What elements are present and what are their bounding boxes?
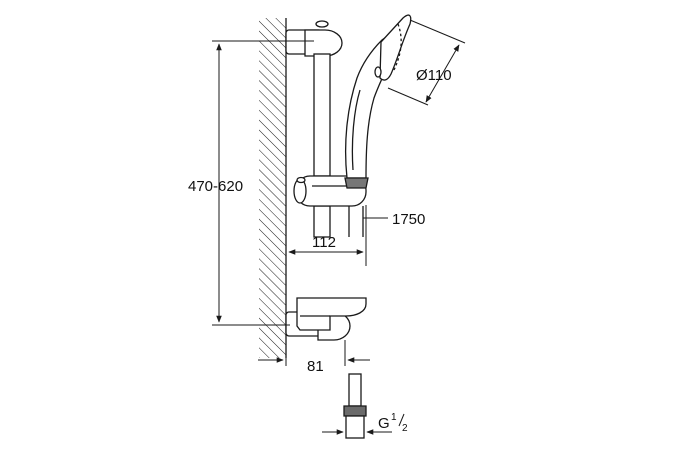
top-bracket-cap [304, 29, 343, 57]
diameter-dimension: Ø110 [387, 19, 466, 106]
rail-middle-section [313, 205, 331, 238]
hose-length-label: 1750 [392, 211, 425, 228]
projection-81-label: 81 [307, 358, 324, 375]
wall [259, 18, 287, 358]
rail-height-label: 470-620 [188, 178, 243, 195]
bottom-wall-bracket [285, 297, 367, 341]
handle-contour [351, 89, 361, 171]
shower-rail [313, 53, 331, 238]
thread-dimension: G 1 2 [322, 412, 408, 435]
thread-numerator: 1 [391, 412, 397, 423]
spray-switch [374, 66, 382, 78]
height-dimension: 470-620 [188, 40, 314, 326]
diameter-extension-top [409, 19, 466, 44]
spray-face [392, 23, 402, 73]
rail-upper-section [313, 53, 331, 177]
projection-112-label: 112 [312, 234, 336, 251]
top-wall-bracket [285, 20, 343, 57]
shower-head [379, 14, 412, 81]
top-bracket-screw [315, 20, 329, 28]
projection-81-dimension: 81 [258, 340, 370, 375]
hose-end-tube [348, 373, 362, 407]
projection-112-dimension: 112 [288, 205, 367, 266]
hose-callout: 1750 [348, 206, 425, 237]
wall-hatching [259, 18, 286, 358]
thread-g-label: G [378, 415, 390, 432]
soap-dish [296, 297, 367, 331]
hose-thread [345, 415, 365, 439]
diameter-extension-bottom [387, 87, 429, 106]
hose-connector-knurl [344, 177, 369, 189]
thread-fraction-slash [398, 413, 405, 427]
slider-screw [296, 176, 306, 184]
hose-nut-knurl [343, 405, 367, 417]
shower-diameter-label: Ø110 [416, 67, 452, 84]
thread-denominator: 2 [402, 423, 408, 434]
hose-end-fitting [343, 373, 367, 439]
hand-shower [344, 14, 412, 189]
diameter-dimension-line [425, 44, 460, 103]
